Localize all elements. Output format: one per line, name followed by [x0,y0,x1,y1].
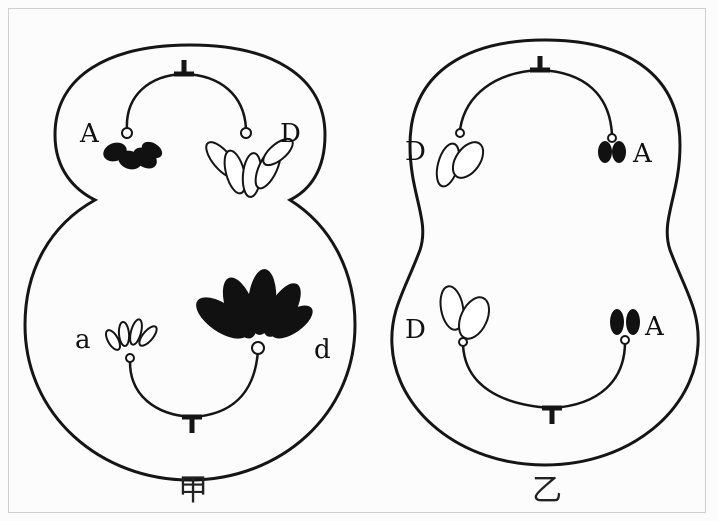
panel-yi: D A D A 乙 [392,40,698,508]
caption-jia: 甲 [178,473,208,508]
label-bottom-left-yi: D [405,315,426,345]
spindle-pole-bottom-yi [542,408,562,424]
spindle-fiber-bottom-jia [130,350,258,417]
label-bottom-left-jia: a [75,325,91,355]
label-top-right-yi: A [632,139,653,169]
label-top-left-jia: A [79,119,100,149]
chromosome-A-bottom-yi [610,309,640,344]
chromosome-D-top-yi [433,129,490,189]
caption-yi: 乙 [532,473,562,508]
chromosome-D-bottom-yi [437,284,495,346]
cell-membrane-yi [392,40,698,465]
chromosome-A-top-jia [101,128,165,173]
chromosome-a-bottom-jia [103,318,159,362]
spindle-fiber-top-jia [127,74,246,130]
label-top-right-jia: D [280,119,301,149]
spindle-fiber-top-yi [460,70,612,135]
label-top-left-yi: D [405,137,426,167]
spindle-pole-bottom-jia [182,417,202,433]
label-bottom-right-yi: A [644,312,665,342]
chromosome-A-top-yi [598,134,626,163]
spindle-fiber-bottom-yi [463,342,625,408]
label-bottom-right-jia: d [314,335,331,365]
panel-jia: A D a d [25,45,355,508]
chromosome-d-bottom-jia [189,268,318,354]
